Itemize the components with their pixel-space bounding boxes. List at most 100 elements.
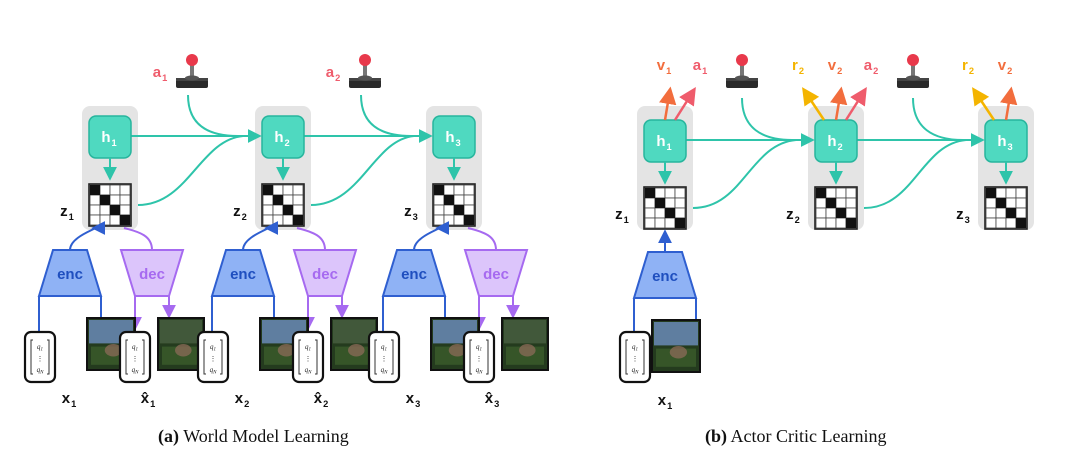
action-in-a-1 [187,94,239,137]
enc-to-z-a-3 [413,221,450,251]
svg-text:⋮: ⋮ [476,356,483,363]
action-label-a-2: a2 [326,64,341,83]
z-label-b-3: z3 [956,206,970,225]
frame-x-b-1 [651,319,701,373]
output-arrow-b-2-r [802,87,826,121]
svg-text:q1: q1 [632,343,638,353]
encoder-a-1-label: enc [57,266,83,283]
h-box-a-3-label: h3 [445,129,460,148]
encoder-b-1-label: enc [652,268,678,285]
z-to-dec-a-2 [296,227,326,251]
z-transition-a-2 [310,135,415,206]
caption-a: (a) World Model Learning [158,426,349,446]
output-label-b-2-a: a2 [864,57,879,76]
z-transition-b-2 [863,139,967,209]
svg-text:qN: qN [476,366,484,376]
svg-text:qN: qN [210,366,218,376]
svg-text:q1: q1 [476,343,482,353]
output-label-b-2-v: v2 [828,57,843,76]
action-in-a-2 [360,94,412,137]
joystick-a-1 [176,54,208,88]
svg-text:qN: qN [305,366,313,376]
xhat-label-a-1: x̂1 [141,390,156,409]
svg-text:qN: qN [132,366,140,376]
vector-xhat-a-2: q1 ⋮ qN [291,330,325,384]
z-transition-a-1 [137,135,244,206]
x-label-b-1: x1 [658,392,673,411]
vector-x-a-3: q1 ⋮ qN [367,330,401,384]
vector-x-a-2: q1 ⋮ qN [196,330,230,384]
decoder-a-2-label: dec [312,266,338,283]
h-box-b-1-label: h1 [656,133,671,152]
output-label-b-2-r: r2 [792,57,804,76]
output-arrow-b-1-a [673,87,696,121]
output-arrow-b-3-r [972,87,996,121]
caption-b: (b) Actor Critic Learning [705,426,887,446]
encoder-a-3-label: enc [401,266,427,283]
enc-to-z-a-2 [242,221,279,251]
z-grid-a-3 [432,183,476,227]
vector-x-b-1: q1 ⋮ qN [618,330,652,384]
vector-x-a-1: q1 ⋮ qN [23,330,57,384]
h-box-a-1-label: h1 [101,129,116,148]
svg-text:⋮: ⋮ [632,356,639,363]
decoder-a-3-label: dec [483,266,509,283]
enc-to-z-a-1 [69,221,106,251]
z-grid-b-2 [814,186,858,230]
joystick-a-2 [349,54,381,88]
z-grid-a-1 [88,183,132,227]
svg-text:qN: qN [632,366,640,376]
z-grid-b-1 [643,186,687,230]
h-box-a-2-label: h2 [274,129,289,148]
output-arrow-b-3-v [1000,86,1018,121]
z-to-dec-a-1 [123,227,153,251]
z-transition-b-1 [692,139,797,209]
z-label-a-1: z1 [60,203,74,222]
vector-xhat-a-1: q1 ⋮ qN [118,330,152,384]
h-box-b-2-label: h2 [827,133,842,152]
vector-xhat-a-3: q1 ⋮ qN [462,330,496,384]
svg-text:⋮: ⋮ [305,356,312,363]
svg-text:⋮: ⋮ [132,356,139,363]
encoder-a-2-label: enc [230,266,256,283]
svg-text:⋮: ⋮ [37,356,44,363]
z-to-dec-a-3 [467,227,497,251]
h-box-b-3-label: h3 [997,133,1012,152]
output-label-b-1-v: v1 [657,57,672,76]
frame-xhat-a-1 [157,317,205,371]
svg-text:q1: q1 [305,343,311,353]
action-label-a-1: a1 [153,64,168,83]
z-label-b-2: z2 [786,206,800,225]
z-label-a-2: z2 [233,203,247,222]
output-label-b-3-r: r2 [962,57,974,76]
output-arrow-b-2-v [830,86,848,121]
svg-text:q1: q1 [37,343,43,353]
joystick-b-2 [897,54,929,88]
x-label-a-1: x1 [62,390,77,409]
z-grid-a-2 [261,183,305,227]
z-label-a-3: z3 [404,203,418,222]
joystick-b-1 [726,54,758,88]
svg-text:⋮: ⋮ [210,356,217,363]
x-label-a-3: x3 [406,390,421,409]
z-label-b-1: z1 [615,206,629,225]
svg-text:qN: qN [37,366,45,376]
action-in-b-2 [912,97,964,141]
action-in-b-1 [741,97,793,141]
xhat-label-a-3: x̂3 [485,390,500,409]
svg-text:q1: q1 [132,343,138,353]
output-arrow-b-1-v [659,86,677,121]
svg-text:⋮: ⋮ [381,356,388,363]
output-label-b-3-v: v2 [998,57,1013,76]
svg-text:qN: qN [381,366,389,376]
output-arrow-b-2-a [844,87,867,121]
svg-text:q1: q1 [210,343,216,353]
decoder-a-1-label: dec [139,266,165,283]
z-grid-b-3 [984,186,1028,230]
frame-xhat-a-3 [501,317,549,371]
svg-text:q1: q1 [381,343,387,353]
xhat-label-a-2: x̂2 [314,390,329,409]
x-label-a-2: x2 [235,390,250,409]
output-label-b-1-a: a1 [693,57,708,76]
